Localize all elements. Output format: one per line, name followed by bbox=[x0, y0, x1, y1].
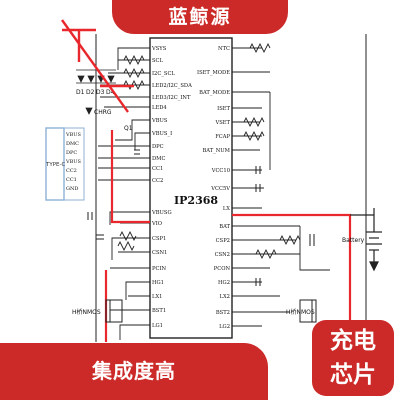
right-pin-label: NTC bbox=[218, 46, 230, 52]
left-pin-label: VBUS_I bbox=[151, 131, 172, 137]
left-pin-label: LG1 bbox=[152, 323, 163, 329]
left-pin-label: CC1 bbox=[152, 166, 163, 172]
right-pin-list: NTC ISET_MODE BAT_MODE ISET VSET FCAP BAT_NUM V… bbox=[197, 46, 231, 330]
left-pin-label: CSP1 bbox=[152, 236, 166, 242]
left-pin-label: VIO bbox=[151, 221, 162, 227]
battery-symbol bbox=[350, 208, 382, 272]
product-badge-text: 充电 芯片 bbox=[312, 324, 394, 392]
chip-label: IP2368 bbox=[174, 194, 218, 207]
left-pin-label: LED3/I2C_INT bbox=[152, 95, 191, 101]
left-pin-label: DPC bbox=[152, 144, 164, 150]
badge-line-2: 芯片 bbox=[330, 362, 376, 388]
left-pin-list: VSYS SCL I2C_SCL LED2/I2C_SDA LED3/I2C_INT LE… bbox=[151, 46, 192, 329]
left-pin-label: CC2 bbox=[152, 178, 163, 184]
mosfet-right bbox=[299, 299, 317, 323]
led-label-d4: D4 bbox=[106, 89, 115, 96]
right-pin-label: ISET_MODE bbox=[197, 70, 230, 76]
right-pin-label: LG2 bbox=[219, 324, 230, 330]
badge-line-1: 充电 bbox=[330, 328, 376, 354]
left-pin-label: LED2/I2C_SDA bbox=[152, 83, 192, 89]
feature-banner bbox=[0, 343, 268, 400]
right-pin-label: FCAP bbox=[215, 134, 230, 140]
right-pin-label: LX2 bbox=[220, 294, 230, 300]
left-pin-label: CSN1 bbox=[152, 250, 167, 256]
left-pin-label: BST1 bbox=[152, 308, 166, 314]
left-pin-label: VBUS bbox=[151, 118, 168, 124]
left-pin-label: PCIN bbox=[152, 266, 167, 272]
left-pin-label: LX1 bbox=[152, 294, 162, 300]
right-pin-label: BAT_MODE bbox=[199, 90, 230, 96]
right-pin-label: CSP2 bbox=[216, 238, 230, 244]
connector-pin-label: VBUS bbox=[65, 132, 81, 138]
connector-pin-label: DPC bbox=[66, 150, 77, 156]
right-pin-label: LX bbox=[223, 206, 230, 212]
right-pin-label: HG2 bbox=[218, 280, 230, 286]
connector-pin-label: CC1 bbox=[66, 177, 77, 183]
mosfet-left bbox=[105, 299, 123, 323]
connector-label: TYPE-C bbox=[45, 162, 65, 168]
right-pin-label: ISET bbox=[217, 106, 230, 112]
connector-pin-label: CC2 bbox=[66, 168, 77, 174]
right-pin-label: CSN2 bbox=[215, 252, 230, 258]
left-pin-label: SCL bbox=[152, 58, 164, 64]
led-label-d1: D1 bbox=[76, 89, 85, 96]
led-label-chrg: CHRG bbox=[94, 109, 112, 116]
red-annotation-mark bbox=[61, 19, 134, 113]
battery-label: Battery bbox=[342, 237, 365, 244]
led-label-d2: D2 bbox=[86, 89, 95, 96]
connector-pin-label: DMC bbox=[66, 141, 79, 147]
connector-pin-label: VBUS bbox=[65, 159, 81, 165]
left-pin-label: VBUSG bbox=[151, 210, 172, 216]
led-label-d3: D3 bbox=[96, 89, 105, 96]
brand-name: 蓝鲸源 bbox=[168, 6, 232, 28]
product-badge bbox=[312, 320, 394, 396]
left-pin-label: LED4 bbox=[152, 105, 167, 111]
transistor-label: Q1 bbox=[124, 125, 133, 132]
mosfet-label-right: H桥NMOS bbox=[286, 308, 315, 316]
right-pin-label: VSET bbox=[214, 120, 230, 126]
connector-pin-label: GND bbox=[66, 186, 78, 192]
right-pin-label: VCC5V bbox=[210, 186, 230, 192]
brand-banner bbox=[112, 0, 288, 34]
left-pin-label: DMC bbox=[152, 156, 165, 162]
led-cluster bbox=[76, 69, 116, 115]
right-pin-label: BAT_NUM bbox=[202, 148, 230, 154]
right-pin-label: PCON bbox=[214, 266, 231, 272]
feature-label: 集成度高 bbox=[92, 359, 176, 383]
right-pin-label: VCC10 bbox=[211, 168, 230, 174]
left-pin-label: HG1 bbox=[152, 280, 164, 286]
mosfet-label-left: H桥NMOS bbox=[72, 308, 101, 316]
left-pin-label: VSYS bbox=[151, 46, 167, 52]
right-pin-label: BAT bbox=[219, 224, 230, 230]
right-pin-label: BST2 bbox=[216, 310, 230, 316]
left-pin-label: I2C_SCL bbox=[152, 71, 175, 77]
